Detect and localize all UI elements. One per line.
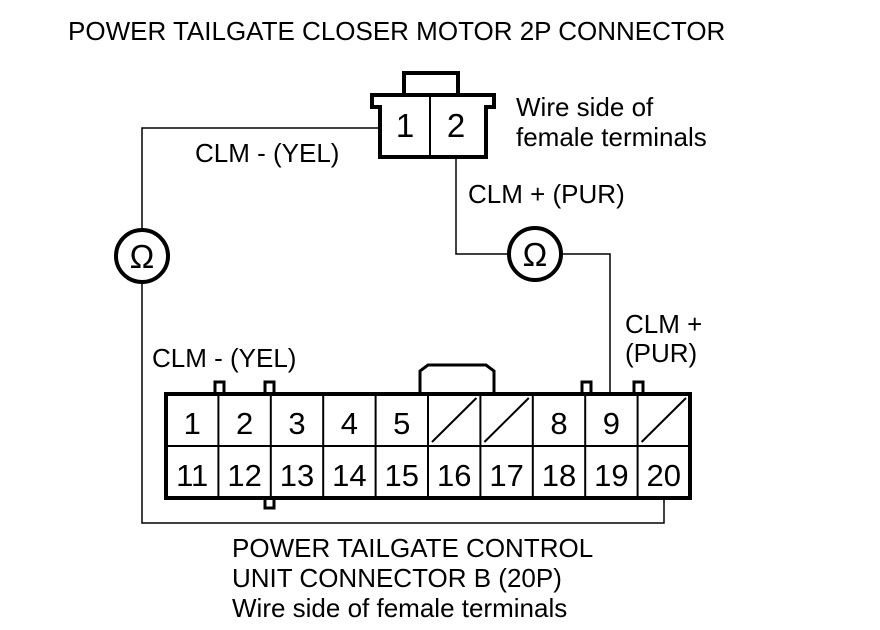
connector-20p-empty-cavity (483, 397, 530, 443)
connector-20p-pin-18: 18 (542, 458, 576, 493)
connector-2p-note-line2: female terminals (516, 122, 707, 152)
wire-clm-minus (141, 127, 380, 230)
label-clm-plus-top: CLM + (PUR) (468, 179, 625, 209)
connector-2p-pin-1: 1 (396, 107, 414, 144)
connector-20p-pin-8: 8 (550, 406, 567, 441)
connector-20p-empty-cavity (640, 397, 687, 443)
ohmmeter-right: Ω (507, 226, 563, 282)
connector-20p-pin-9: 9 (603, 406, 620, 441)
connector-20p-caption-line3: Wire side of female terminals (232, 593, 567, 623)
connector-20p-pin-14: 14 (332, 458, 366, 493)
connector-20p-pin-11: 11 (176, 458, 208, 493)
connector-20p-empty-cavity (431, 397, 478, 443)
connector-20p-caption-line2: UNIT CONNECTOR B (20P) (232, 563, 562, 593)
connector-20p-pin-2: 2 (236, 406, 253, 441)
ohmmeter-right-circle (507, 226, 563, 282)
connector-20p-caption-line1: POWER TAILGATE CONTROL (232, 533, 593, 563)
connector-2p-latch (402, 71, 460, 97)
connector-20p-pin-13: 13 (280, 458, 314, 493)
connector-20p-pin-1: 1 (184, 406, 201, 441)
connector-20p-pin-16: 16 (437, 458, 471, 493)
ohm-icon: Ω (130, 238, 155, 275)
wire-clm-plus-lower (561, 253, 611, 393)
ohmmeter-left: Ω (114, 228, 170, 284)
connector-20p-pin-15: 15 (385, 458, 419, 493)
label-clm-minus-bottom: CLM - (YEL) (152, 343, 296, 373)
diagram-title: POWER TAILGATE CLOSER MOTOR 2P CONNECTOR (68, 16, 725, 46)
label-clm-plus-bottom-2: (PUR) (625, 338, 697, 368)
wire-clm-plus (455, 156, 509, 255)
connector-20p-pin-5: 5 (393, 406, 410, 441)
wire-clm-minus-lower (141, 282, 665, 524)
connector-20p-pin-20: 20 (647, 458, 681, 493)
ohmmeter-left-circle (114, 228, 170, 284)
connector-20p-pin-3: 3 (288, 406, 305, 441)
connector-20p-pin-4: 4 (341, 406, 358, 441)
connector-20p-pin-17: 17 (489, 458, 523, 493)
connector-2p-body (370, 93, 496, 159)
connector-20p-pin-19: 19 (594, 458, 628, 493)
connector-20p-pin-12: 12 (227, 458, 261, 493)
label-clm-plus-bottom-1: CLM + (625, 309, 702, 339)
connector-2p-pin-2: 2 (447, 107, 465, 144)
connector-2p: 1 2 (370, 71, 496, 159)
label-clm-minus-top: CLM - (YEL) (195, 138, 339, 168)
ohm-icon: Ω (523, 236, 548, 273)
connector-20p-latch (418, 363, 496, 393)
wiring (141, 127, 665, 524)
connector-2p-note-line1: Wire side of (516, 92, 654, 122)
